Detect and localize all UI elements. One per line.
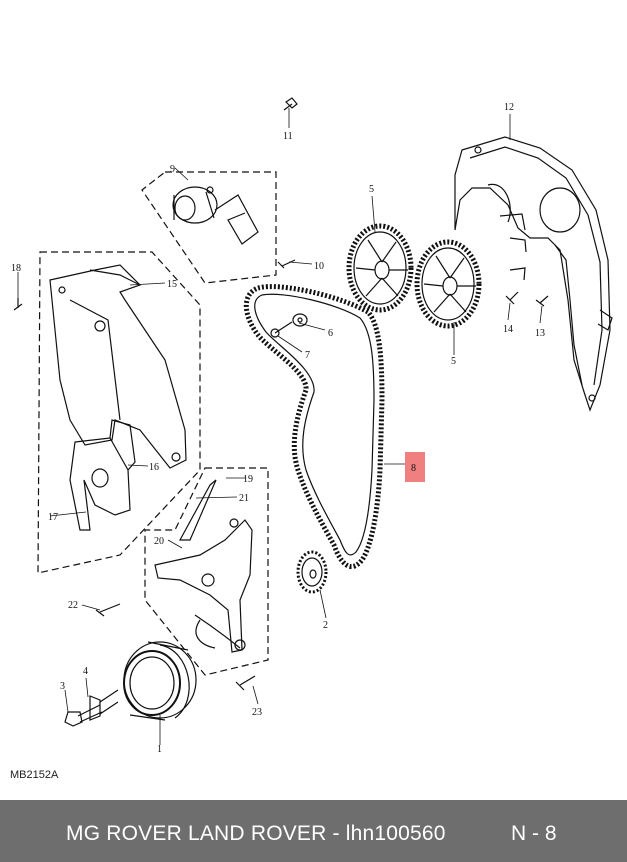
group-outline-15 xyxy=(37,251,201,574)
idler-pulley xyxy=(296,550,328,594)
bracket-plate xyxy=(49,264,187,469)
camshaft-pulley-right xyxy=(414,239,482,329)
leader-lines xyxy=(17,108,543,745)
timing-belt-inner xyxy=(254,293,375,556)
callout-18[interactable]: 18 xyxy=(11,263,21,274)
callout-20[interactable]: 20 xyxy=(154,536,164,547)
callout-4[interactable]: 4 xyxy=(83,666,88,677)
bolt-3-4 xyxy=(64,689,119,727)
callout-3[interactable]: 3 xyxy=(60,681,65,692)
footer-bar: MG ROVER LAND ROVER - lhn100560 N - 8 xyxy=(0,800,627,862)
small-bolts xyxy=(13,97,549,691)
callout-11[interactable]: 11 xyxy=(283,131,293,142)
callout-21[interactable]: 21 xyxy=(239,493,249,504)
bolt-6-7 xyxy=(270,313,308,338)
callout-5b[interactable]: 5 xyxy=(451,356,456,367)
footer-title: MG ROVER LAND ROVER - lhn100560 xyxy=(66,822,446,845)
callout-17[interactable]: 17 xyxy=(48,512,58,523)
rear-cover xyxy=(154,479,253,653)
callout-5a[interactable]: 5 xyxy=(369,184,374,195)
callout-19[interactable]: 19 xyxy=(243,474,253,485)
highlight-box xyxy=(405,452,425,482)
timing-belt xyxy=(243,284,385,569)
callout-13[interactable]: 13 xyxy=(535,328,545,339)
timing-cover xyxy=(454,136,613,412)
callout-2[interactable]: 2 xyxy=(323,620,328,631)
callout-9[interactable]: 9 xyxy=(170,164,175,175)
footer-code: N - 8 xyxy=(511,822,557,845)
group-outline-19 xyxy=(144,467,269,676)
callout-10[interactable]: 10 xyxy=(314,261,324,272)
camshaft-pulley-left xyxy=(346,223,414,313)
callout-15[interactable]: 15 xyxy=(167,279,177,290)
callout-22[interactable]: 22 xyxy=(68,600,78,611)
callout-14[interactable]: 14 xyxy=(503,324,513,335)
belt-tensioner xyxy=(172,186,259,245)
callout-7[interactable]: 7 xyxy=(305,350,310,361)
figure-reference: MB2152A xyxy=(10,769,59,781)
callout-8[interactable]: 8 xyxy=(411,463,416,474)
callout-23[interactable]: 23 xyxy=(252,707,262,718)
callout-16[interactable]: 16 xyxy=(149,462,159,473)
timing-belt-diagram: 1 2 3 4 5 5 6 7 8 9 10 11 12 13 14 15 16… xyxy=(11,97,613,755)
crankshaft-pulley xyxy=(123,641,197,721)
group-outline-9 xyxy=(141,171,277,284)
callout-12[interactable]: 12 xyxy=(504,102,514,113)
callout-6[interactable]: 6 xyxy=(328,328,333,339)
callout-1[interactable]: 1 xyxy=(157,744,162,755)
